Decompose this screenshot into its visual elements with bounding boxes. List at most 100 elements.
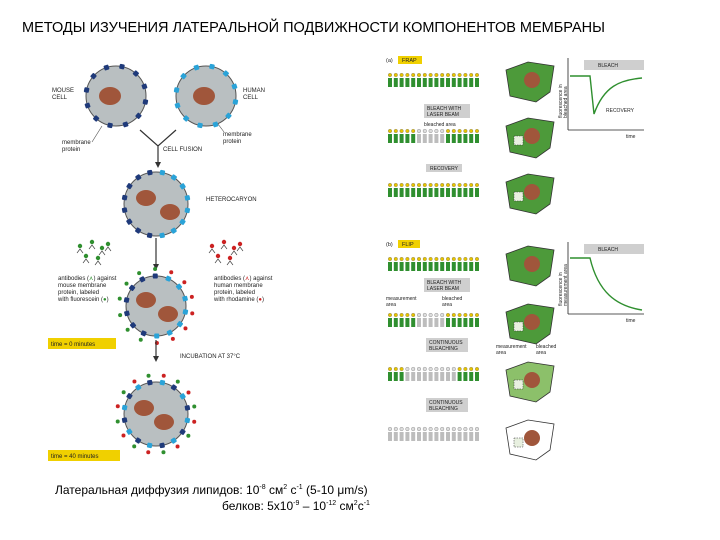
lipid [463,262,468,271]
fluorophore [417,183,421,187]
fluorophore [417,427,421,431]
membrane-protein [135,227,142,234]
fluorophore [428,129,433,133]
antibody-dot [186,433,191,438]
lipid [457,78,462,87]
membrane-protein [103,64,110,71]
membrane-protein [121,194,128,201]
lipid [405,372,410,381]
fluorophore [399,73,404,77]
rhodamine-antibodies [208,239,244,266]
antibody-shape [88,244,96,250]
fluorophore [393,313,398,317]
fluorophore [451,427,456,431]
lipid [399,262,404,271]
lipid [388,78,392,87]
lipid [422,188,427,197]
membrane-protein [170,437,177,444]
lipid [475,188,479,197]
fluorophore [399,183,404,187]
membrane-protein [135,437,142,444]
membrane-protein [180,73,187,80]
antibodies-mouse-1b: ) against [93,276,116,282]
fluorophore [469,73,474,77]
time-40-label: time = 40 minutes [51,454,99,460]
lipid [417,318,421,327]
membrane-protein [222,70,229,77]
fluorophore [469,257,474,261]
lipid [405,318,410,327]
membrane-protein [147,379,153,386]
fluorophore [475,367,479,371]
flip-label: FLIP [402,242,414,248]
membrane-protein [126,218,133,225]
cell-fusion-figure: MOUSE CELL HUMAN CELL membrane protein m… [48,63,273,461]
fluorophore [399,427,404,431]
caption-lipids: Латеральная диффузия липидов: 10-8 см2 с… [55,483,368,497]
lipid [393,134,398,143]
fluorophore [411,313,416,317]
fluorophore [434,427,439,431]
fluorophore [457,367,462,371]
lipid [411,78,416,87]
nucleus [524,314,540,330]
membrane-protein [174,102,181,109]
lipid [446,188,450,197]
lipid [417,262,421,271]
lipid [446,372,450,381]
frap-graph-recovery: RECOVERY [606,108,635,114]
fluorophore [417,257,421,261]
fluorophore [469,129,474,133]
fluorophore [451,313,456,317]
fluorophore [475,129,479,133]
lipid [451,432,456,441]
lipid [434,134,439,143]
fluorophore [405,129,410,133]
svg-text:antibodies (⋏) against: antibodies (⋏) against [58,276,117,282]
fluorophore [446,257,450,261]
flip-bleached-area-2b: area [536,350,546,356]
lipid [405,134,410,143]
antibody-dot [170,336,175,341]
antibody-shape [82,258,90,264]
fluorophore [446,367,450,371]
fluorophore [451,73,456,77]
membrane-protein [139,276,146,283]
lipid [469,432,474,441]
lipid [451,134,456,143]
membrane-protein [179,393,186,400]
antibody-dot [231,245,237,251]
lipid [428,262,433,271]
lipid [411,372,416,381]
lipid [428,432,433,441]
membrane-protein [124,310,130,317]
lipid [434,262,439,271]
antibody-dot [121,390,126,395]
membrane-protein [193,64,200,71]
antibody-dot [95,255,101,261]
lipid [457,188,462,197]
fluorophore [388,183,392,187]
fluorophore [469,183,474,187]
membrane-protein [121,207,128,213]
fluorophore [411,367,416,371]
membrane-protein [173,87,180,93]
flip-graph: BLEACH time fluorescence in measurement … [558,242,644,324]
fluorophore [434,73,439,77]
fluorophore [399,129,404,133]
svg-text:with rhodamine (●): with rhodamine (●) [213,297,264,303]
antibody-dot [192,419,197,424]
antibody-dot [125,327,130,332]
antibodies-mouse-4a: with fluorescein ( [57,297,103,303]
lipid [457,262,462,271]
lipid [434,78,439,87]
flip-graph-time: time [626,318,636,324]
fluorophore [428,183,433,187]
fluorophore [411,129,416,133]
lipid [417,78,421,87]
antibodies-human-1a: antibodies ( [214,276,245,282]
membrane-protein [175,283,183,290]
antibody-dot [105,241,111,247]
lipid [475,318,479,327]
lipid [411,262,416,271]
